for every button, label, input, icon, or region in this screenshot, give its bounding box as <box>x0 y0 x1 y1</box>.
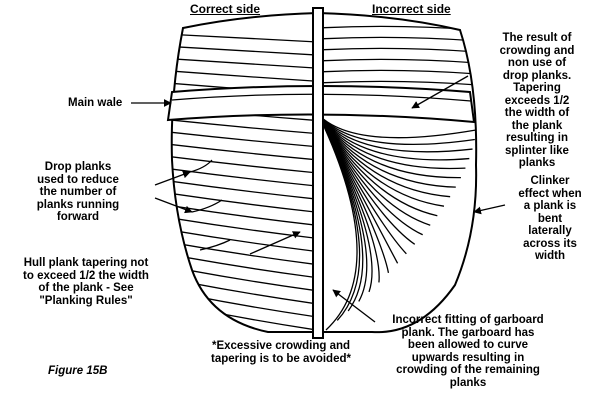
plank-seam <box>171 228 313 253</box>
arrow-drop-planks-2 <box>154 197 193 214</box>
plank-seam <box>324 58 477 64</box>
plank-seam <box>171 155 313 174</box>
hull-tapering-label: Hull plank tapering not to exceed 1/2 th… <box>23 257 149 307</box>
crowded-plank-seam <box>324 119 431 226</box>
crowded-plank-seam <box>324 117 473 153</box>
arrow-garboard <box>332 289 376 323</box>
crowded-plank-seam <box>324 118 470 161</box>
plank-seam <box>171 130 313 148</box>
keel-strip <box>312 7 324 339</box>
crowded-plank-seam <box>324 117 475 146</box>
crowded-plank-seam <box>324 118 461 179</box>
drop-planks-label: Drop planks used to reduce the number of… <box>36 161 120 223</box>
plank-seam <box>171 45 313 56</box>
main-wale-label: Main wale <box>68 97 123 109</box>
plank-seam <box>171 167 313 187</box>
drop-plank-end <box>189 159 213 173</box>
garboard-fit-label: Incorrect fitting of garboard plank. The… <box>392 314 544 389</box>
plank-seam <box>171 33 313 43</box>
crowded-plank-seam <box>324 121 358 331</box>
plank-seam <box>171 69 313 82</box>
plank-seam <box>171 143 313 161</box>
plank-seam <box>171 191 313 213</box>
plank-seam <box>324 47 477 53</box>
plank-seam <box>171 57 313 69</box>
arrow-drop-planks-1 <box>154 170 191 186</box>
plank-seam <box>171 204 313 227</box>
crowded-plank-seam <box>324 118 451 198</box>
figure-caption: Figure 15B <box>48 365 108 377</box>
drop-plank-end <box>199 239 231 251</box>
plank-seam <box>324 80 477 86</box>
crowding-result-label: The result of crowding and non use of dr… <box>499 32 575 169</box>
crowded-plank-seam <box>324 119 445 207</box>
avoid-note: *Excessive crowding and tapering is to b… <box>211 340 351 365</box>
arrow-crowding <box>411 75 469 109</box>
drop-plank-end <box>191 199 223 213</box>
incorrect-side-heading: Incorrect side <box>372 2 451 16</box>
plank-seam <box>324 69 477 75</box>
plank-seam <box>171 118 313 135</box>
clinker-effect-label: Clinker effect when a plank is bent late… <box>518 175 582 262</box>
correct-side-heading: Correct side <box>190 2 261 16</box>
plank-seam <box>171 179 313 200</box>
crowded-plank-seam <box>324 119 438 217</box>
crowded-plank-seam <box>324 118 466 170</box>
plank-seam <box>324 36 477 42</box>
crowded-plank-seam <box>324 117 477 139</box>
arrow-hull-tapering <box>249 231 301 255</box>
arrow-clinker <box>473 204 506 215</box>
crowded-plank-seam <box>324 118 456 188</box>
